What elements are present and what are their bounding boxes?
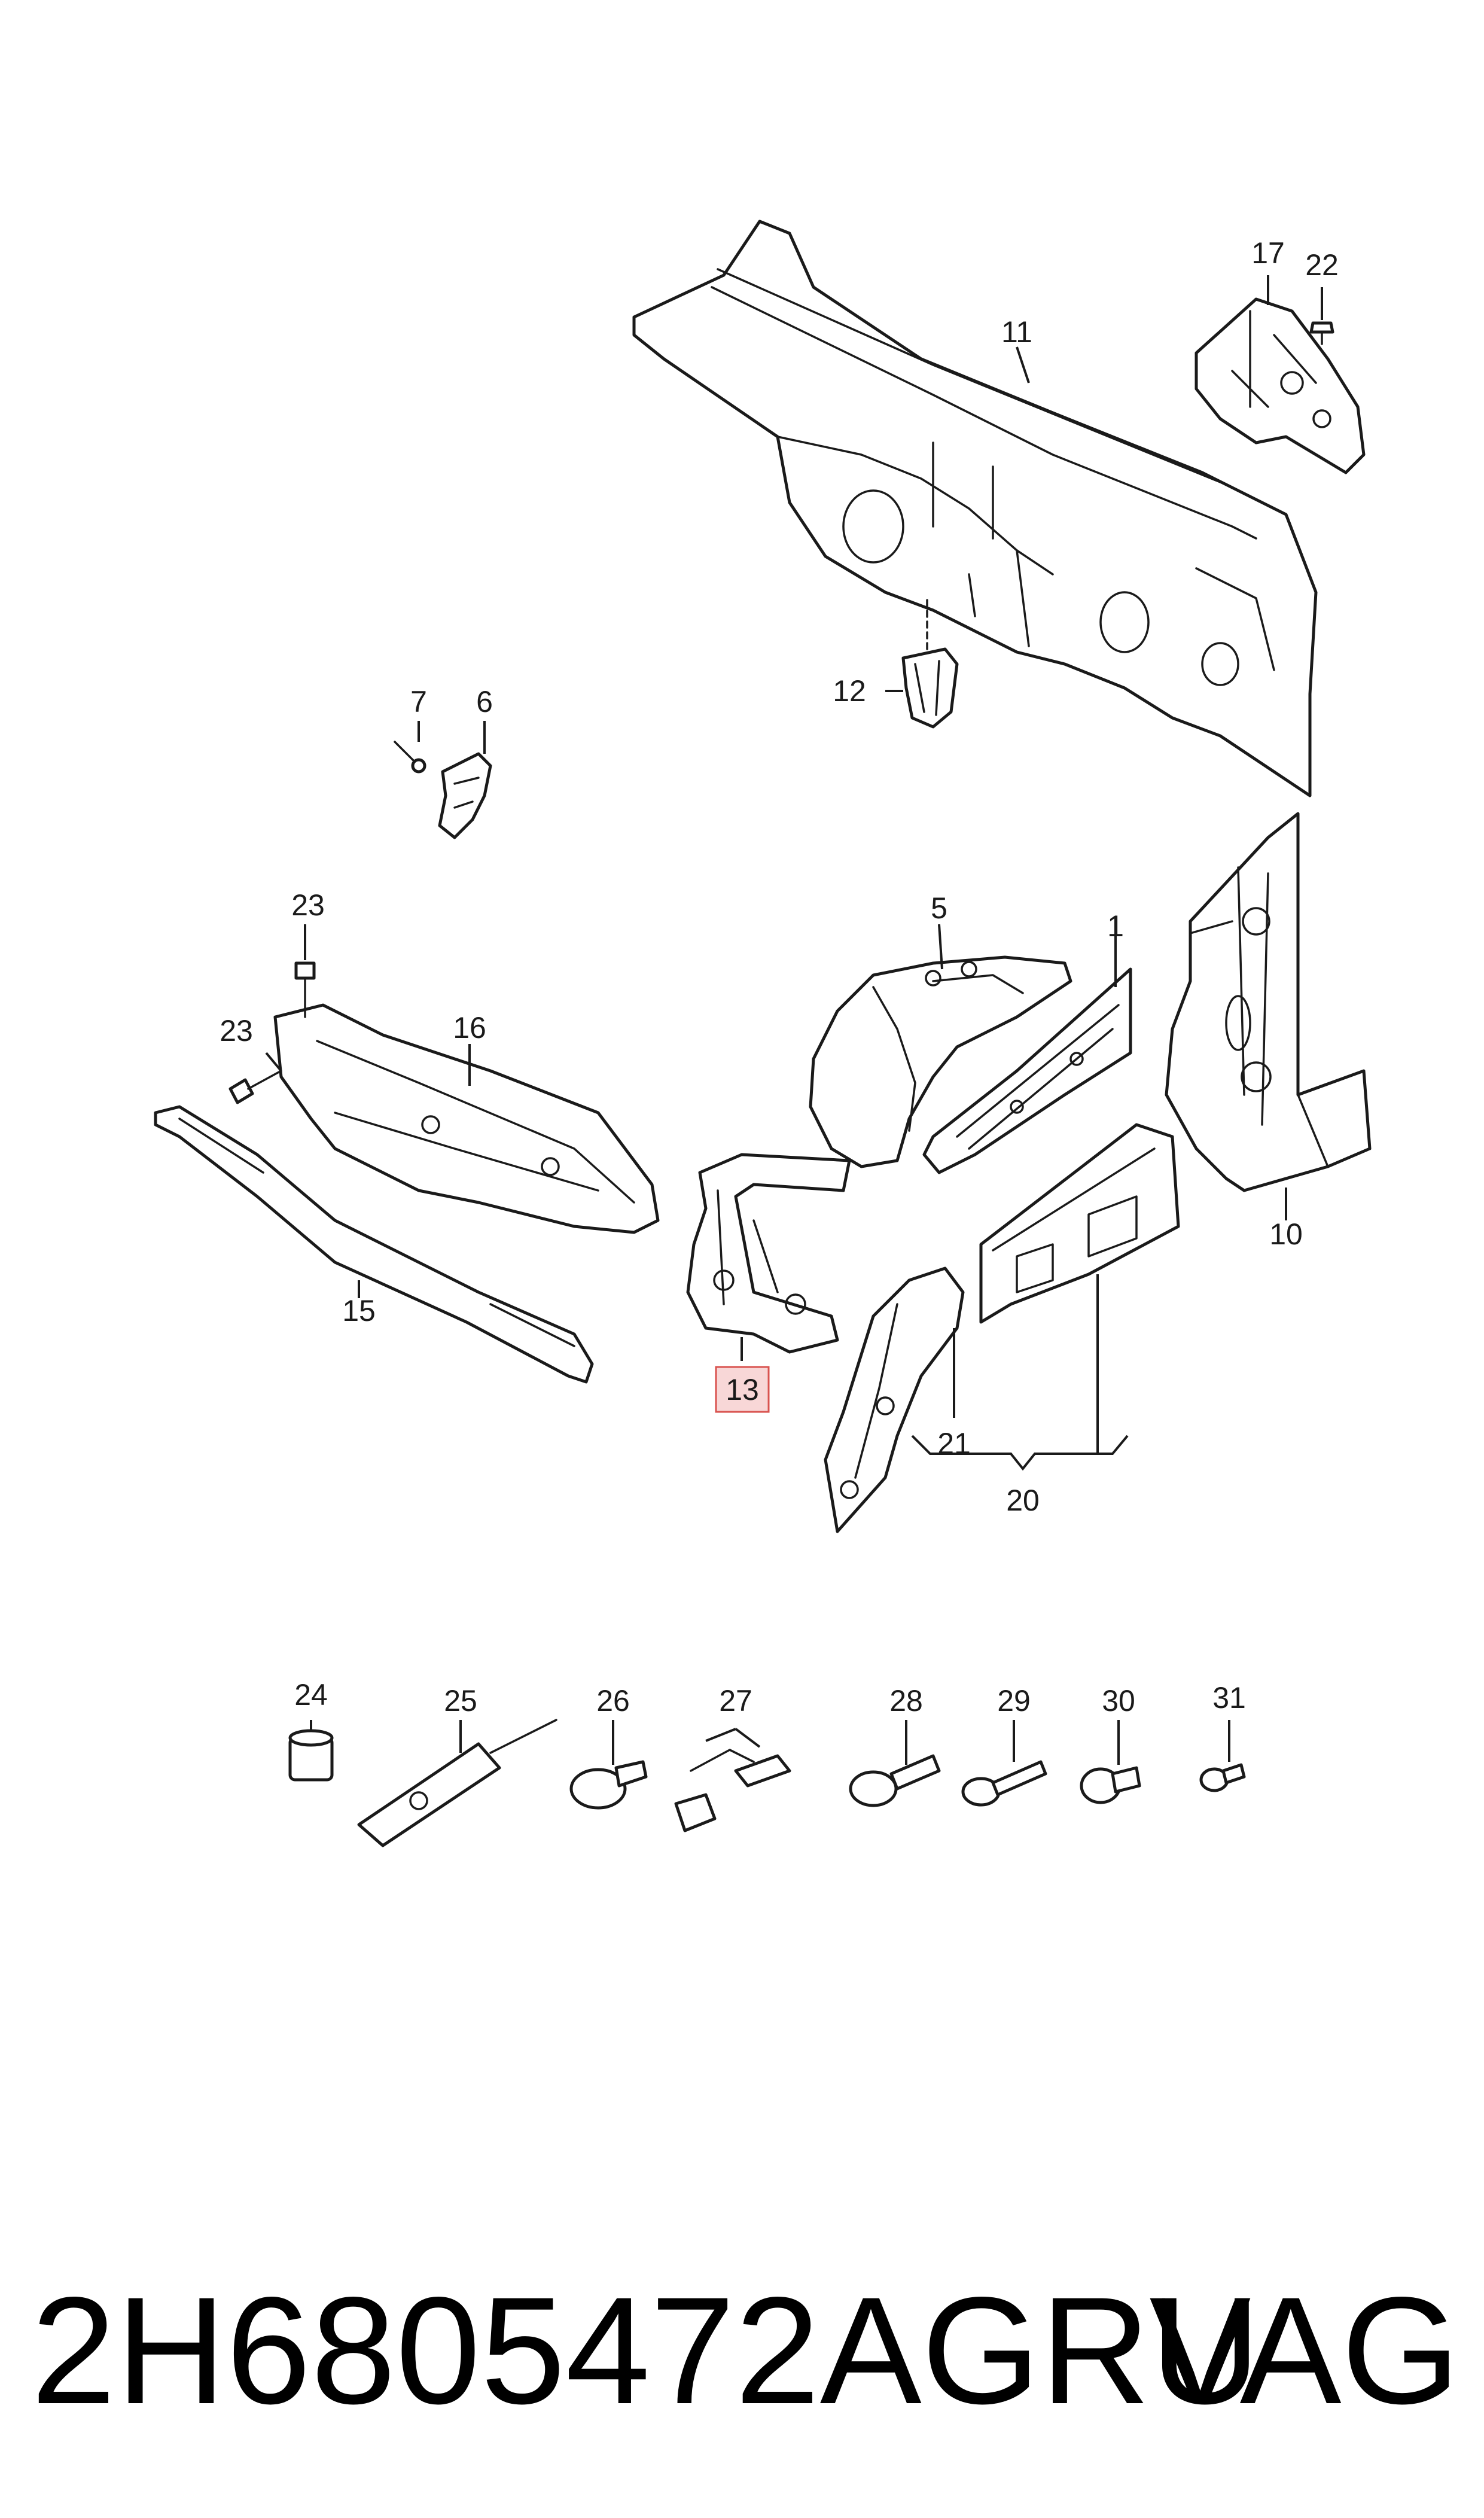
- part-24-bush: [288, 1729, 334, 1782]
- part-13-bracket: [686, 1153, 851, 1354]
- part-29-screw: [961, 1760, 1047, 1807]
- part-26-screw: [569, 1760, 648, 1810]
- callout-5: 5: [931, 891, 947, 925]
- callout-24: 24: [294, 1678, 328, 1712]
- highlight-box-13: [715, 1366, 770, 1413]
- callout-11: 11: [1001, 315, 1032, 349]
- part-27-bolt-pair: [674, 1749, 791, 1832]
- callout-17: 17: [1251, 236, 1285, 270]
- callout-29: 29: [997, 1684, 1031, 1718]
- callout-21: 21: [937, 1427, 971, 1460]
- part-23-bolt-side: [228, 1070, 282, 1104]
- callout-26: 26: [596, 1684, 630, 1718]
- callout-27: 27: [719, 1684, 752, 1718]
- part-16-cross-member: [273, 1003, 660, 1234]
- callout-22: 22: [1305, 248, 1339, 282]
- callout-7: 7: [410, 685, 427, 718]
- callout-13: 13: [726, 1373, 759, 1406]
- callout-30: 30: [1102, 1684, 1135, 1718]
- callout-16: 16: [453, 1011, 486, 1045]
- part-15-bar: [154, 1105, 594, 1384]
- callout-6: 6: [476, 685, 493, 718]
- callout-25: 25: [444, 1684, 477, 1718]
- part-31-clip: [1199, 1763, 1246, 1792]
- part-22-screw: [1309, 321, 1334, 345]
- part-25-applicator: [357, 1719, 557, 1847]
- part-20-reinforcement: [979, 1123, 1180, 1324]
- part-10-side-panel: [1165, 812, 1372, 1192]
- part-23-bolt-upper: [294, 961, 316, 1018]
- part-11-cowl-panel: [632, 220, 1318, 797]
- callout-23-top: 23: [291, 888, 325, 922]
- part-17-side-plate: [1194, 297, 1366, 474]
- callout-20: 20: [1006, 1484, 1040, 1517]
- callout-labels: 11 12 17 22 7 6 5 1 10 23 23 16 15 13 21…: [220, 236, 1339, 1718]
- callout-10: 10: [1269, 1217, 1303, 1251]
- part-21-lower-pillar: [824, 1266, 965, 1533]
- part-6-bracket: [438, 752, 492, 839]
- callout-12: 12: [833, 674, 866, 708]
- part-30-cap: [1080, 1766, 1141, 1804]
- part-1-member: [922, 967, 1132, 1174]
- callout-1: 1: [1107, 909, 1124, 943]
- part-7-clip: [394, 741, 426, 774]
- callout-31: 31: [1212, 1681, 1246, 1715]
- part-number-label: 2H6805472AGRU: [31, 2266, 1261, 2436]
- brand-label: VAG: [1149, 2266, 1460, 2436]
- callout-28: 28: [889, 1684, 923, 1718]
- part-12-bracket: [901, 597, 959, 729]
- leader-lines: [265, 275, 1323, 1765]
- part-28-rivet: [849, 1754, 941, 1807]
- part-5-wheel-house: [809, 955, 1072, 1168]
- callout-15: 15: [342, 1294, 376, 1327]
- callout-23-side: 23: [220, 1014, 253, 1048]
